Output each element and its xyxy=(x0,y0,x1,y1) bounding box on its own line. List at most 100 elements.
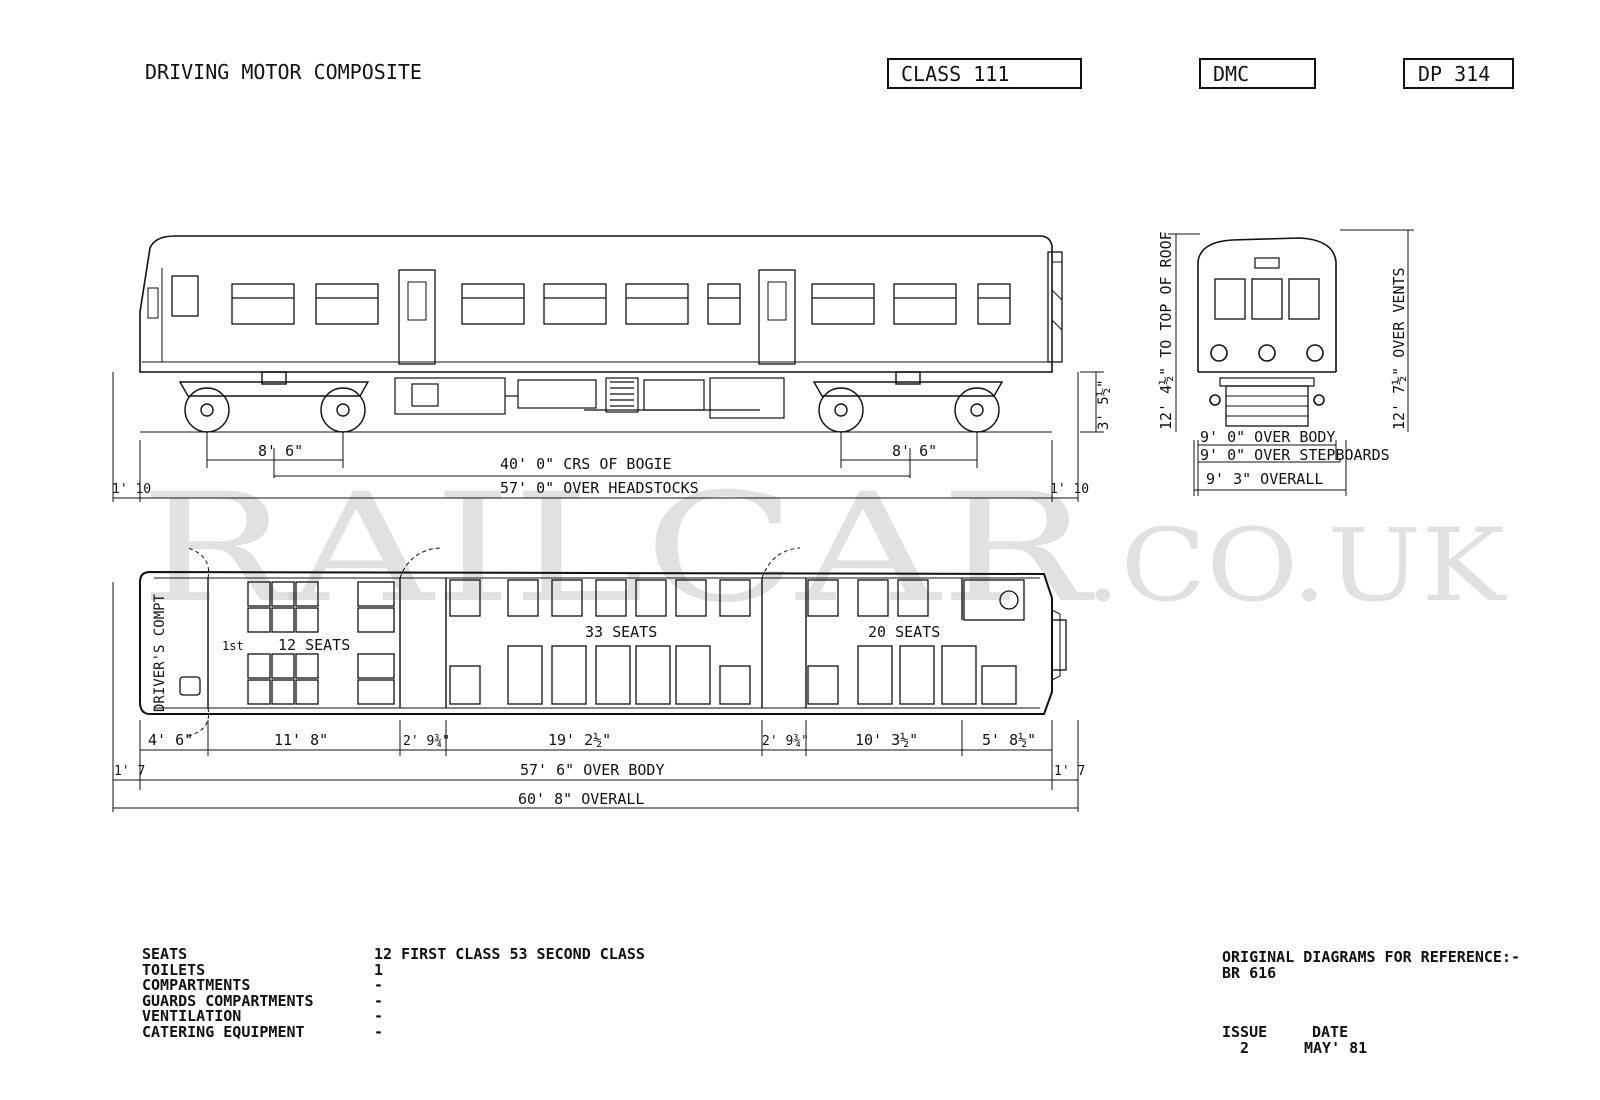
plan-dim-3: 2' 9¾" xyxy=(403,734,450,749)
reference-line-1: ORIGINAL DIAGRAMS FOR REFERENCE:- xyxy=(1222,948,1521,966)
plan-dim-5: 2' 9¾" xyxy=(762,734,809,749)
drivers-compt-label: DRIVER'S COMPT xyxy=(152,593,168,712)
seat xyxy=(271,607,295,633)
seat xyxy=(941,645,977,705)
seat xyxy=(357,653,395,679)
plan-dim-7: 5' 8½" xyxy=(982,731,1036,749)
plan-view xyxy=(139,547,1067,737)
seat xyxy=(357,581,395,607)
spec-label-toilets: TOILETS xyxy=(142,960,206,979)
toilet-bowl xyxy=(999,590,1019,610)
spec-value-toilets: 1 xyxy=(374,960,384,979)
headlamp-left xyxy=(1210,344,1228,362)
wheel xyxy=(184,387,230,433)
cab-window-right xyxy=(1288,278,1320,320)
seat xyxy=(247,679,271,705)
date-value: MAY' 81 xyxy=(1304,1039,1368,1057)
cab-window-centre xyxy=(1251,278,1283,320)
first-class-mark: 1st xyxy=(222,639,244,653)
seats-mid-label: 33 SEATS xyxy=(585,623,657,641)
reference-block: ORIGINAL DIAGRAMS FOR REFERENCE:- BR 616 xyxy=(1222,948,1562,982)
spec-label-catering: CATERING EQUIPMENT xyxy=(142,1022,305,1041)
seat xyxy=(271,679,295,705)
plan-dim-2: 11' 8" xyxy=(274,731,328,749)
seat xyxy=(247,653,271,679)
spec-value-catering: - xyxy=(374,1022,384,1041)
bogie-wheelbase-left: 8' 6" xyxy=(258,442,303,460)
headlamp-centre xyxy=(1258,344,1276,362)
spec-label-seats: SEATS xyxy=(142,945,188,963)
watermark-main: RAILCAR xyxy=(140,462,1095,636)
class-box xyxy=(887,58,1082,89)
side-door-2 xyxy=(758,269,796,365)
seat xyxy=(675,645,711,705)
title-block: DRIVING MOTOR COMPOSITE CLASS 111 DMC DP… xyxy=(145,58,1514,89)
seat xyxy=(449,579,481,617)
side-door-1 xyxy=(398,269,436,365)
reference-line-2: BR 616 xyxy=(1222,963,1277,982)
plan-dim-1: 4' 6" xyxy=(148,731,193,749)
seat xyxy=(595,579,627,617)
spec-value-ventilation: - xyxy=(374,1007,384,1026)
height-vents-dim: 12' 7½" OVER VENTS xyxy=(1390,267,1408,430)
seat xyxy=(271,581,295,607)
over-body-end-dim: 9' 0" OVER BODY xyxy=(1200,428,1335,446)
seat xyxy=(357,679,395,705)
watermark: RAILCAR .CO.UK xyxy=(140,462,1508,636)
underframe-equipment xyxy=(394,377,785,419)
over-stepboards-dim: 9' 0" OVER STEPBOARDS xyxy=(1200,446,1390,464)
seat xyxy=(247,607,271,633)
seat xyxy=(295,653,319,679)
plan-dimensions xyxy=(112,582,1079,812)
seat xyxy=(595,645,631,705)
seat xyxy=(271,653,295,679)
bogie-right xyxy=(812,371,1004,433)
seat xyxy=(635,579,667,617)
spec-label-compartments: COMPARTMENTS xyxy=(142,976,251,995)
seat xyxy=(507,645,543,705)
watermark-suffix: .CO.UK xyxy=(1085,507,1508,624)
end-dim-left: 1' 10 xyxy=(112,482,151,497)
plan-overall-dim: 60' 8" OVERALL xyxy=(518,790,644,808)
issue-value: 2 xyxy=(1240,1039,1250,1057)
side-elevation xyxy=(139,235,1063,433)
spec-value-seats: 12 FIRST CLASS 53 SECOND CLASS xyxy=(374,945,645,963)
headlamp-right xyxy=(1306,344,1324,362)
end-body-outline xyxy=(1197,237,1337,372)
spec-value-compartments: - xyxy=(374,976,384,995)
end-overall-dim: 9' 3" OVERALL xyxy=(1206,470,1323,488)
cab-window-left xyxy=(1214,278,1246,320)
page-title: DRIVING MOTOR COMPOSITE xyxy=(145,60,422,84)
side-dimensions xyxy=(112,371,1104,502)
seat xyxy=(635,645,671,705)
end-elevation xyxy=(1197,237,1337,427)
seat xyxy=(551,579,583,617)
date-label: DATE xyxy=(1312,1023,1349,1041)
diagram-box xyxy=(1403,58,1514,89)
height-roof-dim: 12' 4½" TO TOP OF ROOF xyxy=(1157,231,1175,430)
toilet xyxy=(963,579,1025,621)
bogie-centres-dim: 40' 0" CRS OF BOGIE xyxy=(500,455,672,473)
seat xyxy=(807,579,839,617)
seats-rear-label: 20 SEATS xyxy=(868,623,940,641)
floor-height-dim: 3' 5½" xyxy=(1096,379,1112,430)
seat xyxy=(675,579,707,617)
spec-labels: SEATS TOILETS COMPARTMENTS GUARDS COMPAR… xyxy=(142,945,372,1041)
spec-value-guards: - xyxy=(374,991,384,1010)
seat xyxy=(551,645,587,705)
seat xyxy=(897,579,929,617)
end-dimensions xyxy=(1168,229,1414,496)
bogie-left xyxy=(178,371,370,433)
plan-dim-6: 10' 3½" xyxy=(855,731,918,749)
seat xyxy=(981,665,1017,705)
over-headstocks-dim: 57' 0" OVER HEADSTOCKS xyxy=(500,479,699,497)
seat xyxy=(295,607,319,633)
spec-values: 12 FIRST CLASS 53 SECOND CLASS 1 - - - - xyxy=(374,945,794,1041)
seat xyxy=(449,665,481,705)
seat xyxy=(719,579,751,617)
seat xyxy=(295,581,319,607)
plan-end-left: 1' 7 xyxy=(114,764,145,779)
side-windows xyxy=(231,283,1011,325)
seat xyxy=(899,645,935,705)
